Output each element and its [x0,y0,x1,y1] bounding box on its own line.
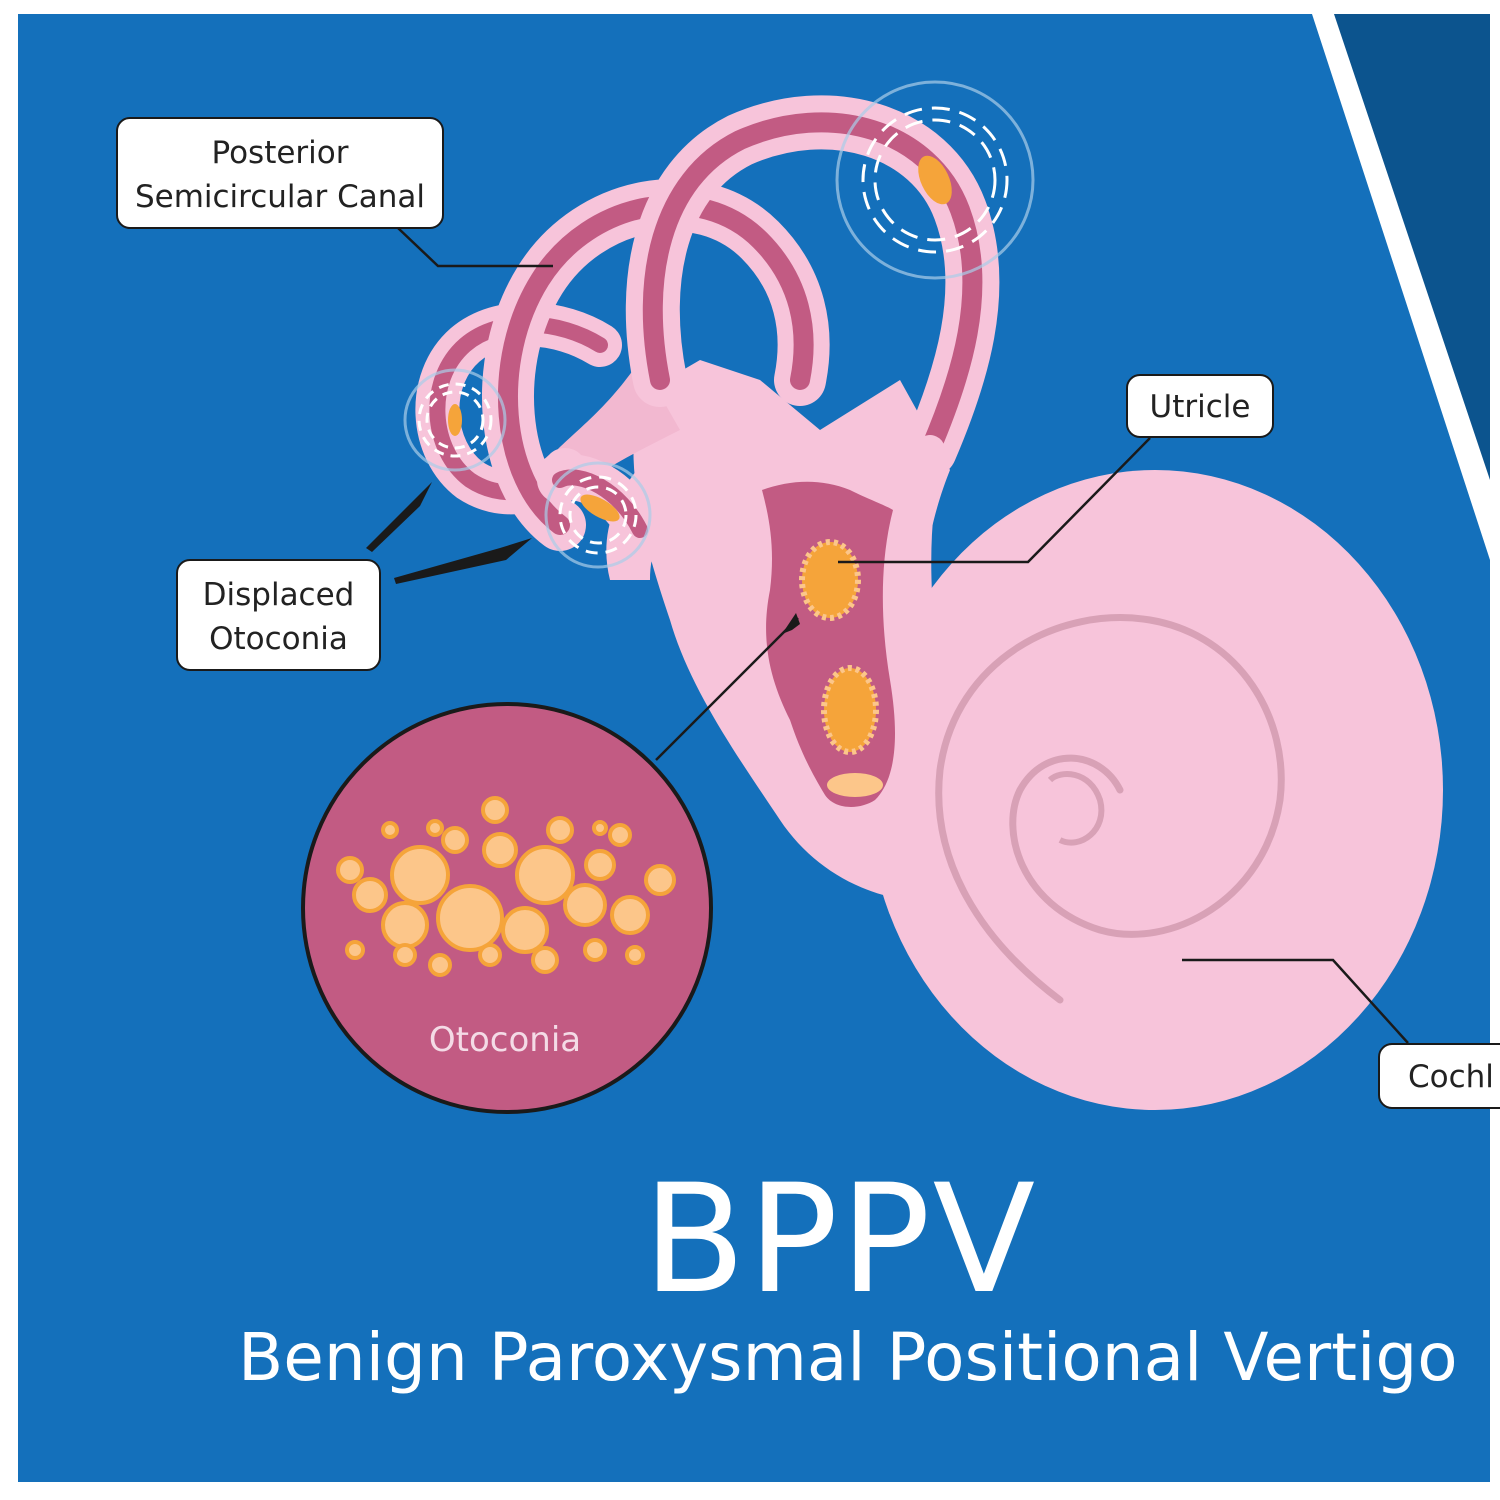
posterior-label-line2: Semicircular Canal [134,179,426,215]
utricle-label: Utricle [1126,374,1274,438]
displaced-otoconia-label: Displaced Otoconia [176,559,381,671]
rotation-ring-top [835,80,1035,280]
posterior-canal-label: Posterior Semicircular Canal [116,117,444,229]
rotation-ring-left [403,368,507,472]
semicircular-canals [415,95,1000,705]
utricle-label-text: Utricle [1149,389,1251,425]
displaced-arrows [366,482,800,634]
cochlea-label-text: Cochl [1408,1059,1494,1095]
rotation-ring-bottom [544,461,652,569]
leader-lines [397,227,1409,1044]
displaced-label-line2: Otoconia [209,621,348,657]
cochlea [867,470,1443,1110]
otoconia-caption: Otoconia [428,1020,582,1060]
otoconia-magnified [301,702,713,1114]
posterior-label-line1: Posterior [211,135,349,171]
displaced-label-line1: Displaced [202,577,355,613]
page-subtitle: Benign Paroxysmal Positional Vertigo [238,1319,1458,1396]
page-title: BPPV [642,1153,1038,1327]
corner-navy [1334,14,1490,480]
cochlea-label: Cochl [1378,1043,1500,1109]
